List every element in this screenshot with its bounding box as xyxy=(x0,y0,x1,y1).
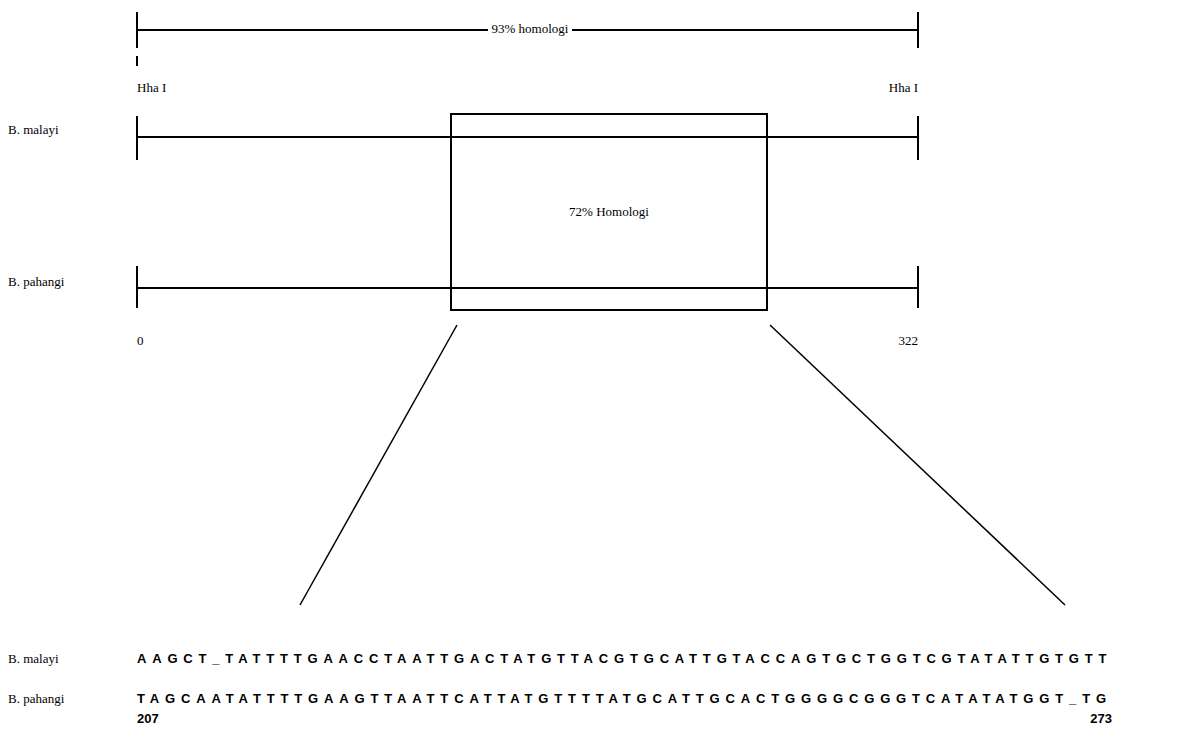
species-label: B. pahangi xyxy=(8,275,64,289)
zoom-line xyxy=(300,325,457,605)
position-number: 322 xyxy=(899,334,919,348)
enzyme-label: Hha I xyxy=(889,81,918,95)
line-tick xyxy=(136,266,138,308)
zoom-line xyxy=(770,325,1065,605)
species-label: B. malayi xyxy=(8,123,59,137)
bar-tick xyxy=(917,12,919,48)
bar-tick xyxy=(136,12,138,48)
line-tick xyxy=(136,116,138,160)
species-label: B. pahangi xyxy=(8,692,64,706)
line-tick xyxy=(917,266,919,308)
enzyme-label: Hha I xyxy=(137,81,166,95)
dna-sequence: AAGCT_TATTTTGAACCTAATTGACTATGTTACGTGCATT… xyxy=(137,652,1112,666)
homology-label: 93% homologi xyxy=(488,22,573,36)
sequence-line xyxy=(137,287,918,289)
homology-label: 72% Homologi xyxy=(569,204,649,220)
position-number: 273 xyxy=(1090,712,1112,726)
line-tick xyxy=(917,116,919,160)
species-label: B. malayi xyxy=(8,652,59,666)
homology-box: 72% Homologi xyxy=(450,113,768,311)
position-number: 0 xyxy=(137,334,144,348)
position-number: 207 xyxy=(137,712,159,726)
sequence-line xyxy=(137,136,918,138)
bar-tick xyxy=(136,56,138,66)
dna-sequence: TAGCAATATTTTGAAGTTAATTCATTATGTTTTATGCATT… xyxy=(137,692,1112,706)
